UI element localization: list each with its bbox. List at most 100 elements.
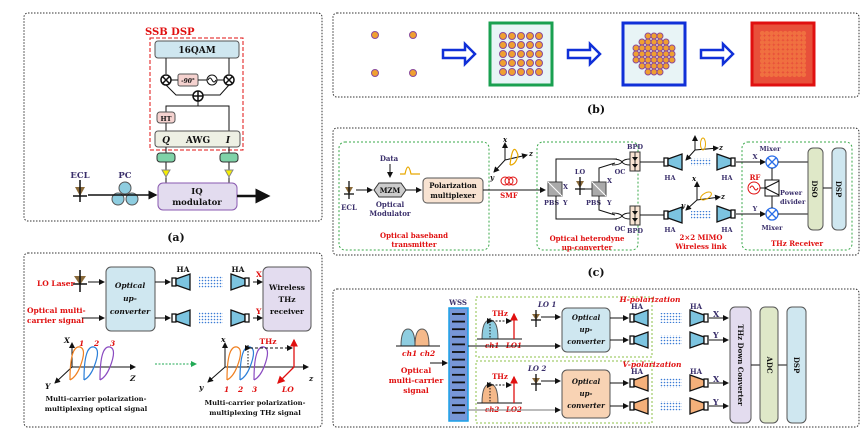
constellation-point bbox=[792, 63, 797, 68]
constellation-point bbox=[656, 56, 664, 64]
ha-label: HA bbox=[664, 226, 676, 234]
dsp-box bbox=[831, 147, 847, 231]
constellation-point bbox=[656, 62, 664, 70]
right-caption-line2: multiplexing THz signal bbox=[209, 409, 301, 417]
modulator-label-line1: Optical bbox=[376, 200, 405, 209]
panel-a-border bbox=[23, 12, 323, 222]
dsp-label: DSP bbox=[792, 357, 801, 374]
upconverter-label-line2: up-converter bbox=[562, 243, 613, 252]
constellation-point bbox=[778, 58, 784, 64]
rx-section-label: THz Receiver bbox=[771, 239, 823, 248]
carrier-2-curve bbox=[239, 346, 255, 381]
constellation-point bbox=[764, 44, 770, 50]
upconverter-section bbox=[536, 141, 639, 251]
iq-label-line1: IQ bbox=[191, 187, 203, 197]
constellation-point bbox=[759, 40, 765, 45]
y-label: Y bbox=[752, 205, 758, 213]
constellation-point bbox=[644, 38, 652, 46]
signal-label-line2: multi-carrier bbox=[389, 376, 445, 385]
wss-block bbox=[448, 307, 469, 422]
constellation-point bbox=[526, 32, 534, 40]
ha-label: HA bbox=[631, 367, 644, 376]
y-label: Y bbox=[562, 199, 568, 207]
constellation-point bbox=[759, 35, 765, 41]
constellation-point bbox=[796, 53, 802, 59]
panel-c-border bbox=[332, 127, 860, 256]
axis-y-label: y bbox=[198, 383, 204, 392]
horn-antenna-icon bbox=[663, 153, 683, 171]
upconverter-label-line2: up- bbox=[580, 325, 593, 334]
constellation-point bbox=[409, 31, 417, 39]
constellation-point bbox=[535, 68, 543, 76]
constellation-point bbox=[499, 41, 507, 49]
tx-section bbox=[338, 141, 490, 251]
constellation-point bbox=[773, 63, 779, 68]
lo1-laser-icon bbox=[531, 310, 541, 327]
constellation-point bbox=[769, 44, 774, 50]
axis-z-label: z bbox=[308, 374, 314, 383]
constellation-point bbox=[801, 58, 807, 64]
constellation-point bbox=[499, 68, 507, 76]
constellation-point bbox=[526, 50, 534, 58]
constellation-point bbox=[764, 67, 770, 73]
optical-coupler-top bbox=[611, 158, 631, 166]
ha-label: HA bbox=[232, 265, 245, 274]
modulator-label-line2: Modulator bbox=[369, 209, 410, 218]
constellation-point bbox=[801, 49, 807, 55]
bpd-top bbox=[629, 151, 641, 172]
constellation-point bbox=[508, 59, 516, 67]
constellation-point bbox=[764, 58, 770, 64]
constellation-point bbox=[792, 35, 797, 41]
v-polarization-label: V-polarization bbox=[622, 360, 681, 369]
signal-label-line1: Optical bbox=[401, 366, 432, 375]
constellation-point bbox=[650, 44, 658, 52]
constellation-point bbox=[769, 49, 774, 55]
constellation-point bbox=[535, 50, 543, 58]
constellation-point bbox=[773, 53, 779, 59]
constellation-point bbox=[782, 72, 788, 78]
constellation-point bbox=[668, 44, 676, 52]
constellation-point bbox=[517, 59, 525, 67]
mixer-icon bbox=[765, 155, 779, 169]
constellation-point bbox=[526, 41, 534, 49]
horn-antenna-icon bbox=[230, 273, 250, 291]
bpd-label: BPD bbox=[627, 227, 643, 235]
constellation-point bbox=[792, 40, 797, 45]
upconverter-label-line3: converter bbox=[567, 401, 606, 410]
constellation-point bbox=[759, 67, 765, 73]
constellation-point bbox=[778, 53, 784, 59]
mimo-label-line1: 2×2 MIMO bbox=[680, 233, 723, 242]
axis-x-label: x bbox=[220, 335, 226, 344]
power-divider-label-line2: divider bbox=[780, 198, 806, 206]
constellation-point bbox=[526, 59, 534, 67]
horn-antenna-icon bbox=[171, 273, 191, 291]
adc-label: ADC bbox=[765, 355, 774, 374]
carrier-label: 1 bbox=[224, 385, 229, 394]
panel-c: Data ECL MZM Optical Modulator Polarizat… bbox=[332, 127, 860, 279]
axis-y-label: Y bbox=[45, 382, 51, 391]
wireless-beam bbox=[199, 312, 223, 324]
wireless-beam bbox=[199, 276, 223, 288]
carrier-label: 1 bbox=[79, 339, 84, 348]
constellation-point bbox=[650, 38, 658, 46]
constellation-point bbox=[764, 30, 770, 36]
wireless-beam bbox=[660, 401, 682, 411]
constellation-point bbox=[650, 62, 658, 70]
constellation-point bbox=[656, 38, 664, 46]
oc-label: OC bbox=[615, 168, 626, 176]
upconverter-label-line3: converter bbox=[110, 307, 151, 316]
constellation-point bbox=[778, 63, 784, 68]
constellation-point bbox=[517, 68, 525, 76]
constellation-point bbox=[787, 53, 793, 59]
constellation-point bbox=[508, 50, 516, 58]
constellation-point bbox=[801, 30, 807, 36]
horn-antenna-icon bbox=[689, 309, 709, 327]
carrier-2-curve bbox=[83, 346, 99, 381]
constellation-point bbox=[769, 30, 774, 36]
polarization-axes-icon: z bbox=[685, 135, 724, 161]
constellation-point bbox=[792, 72, 797, 78]
panel-b-border bbox=[332, 12, 860, 98]
rf-source-icon bbox=[747, 181, 761, 195]
optical-upconverter-h bbox=[561, 307, 611, 353]
pbs-label: PBS bbox=[586, 199, 601, 207]
